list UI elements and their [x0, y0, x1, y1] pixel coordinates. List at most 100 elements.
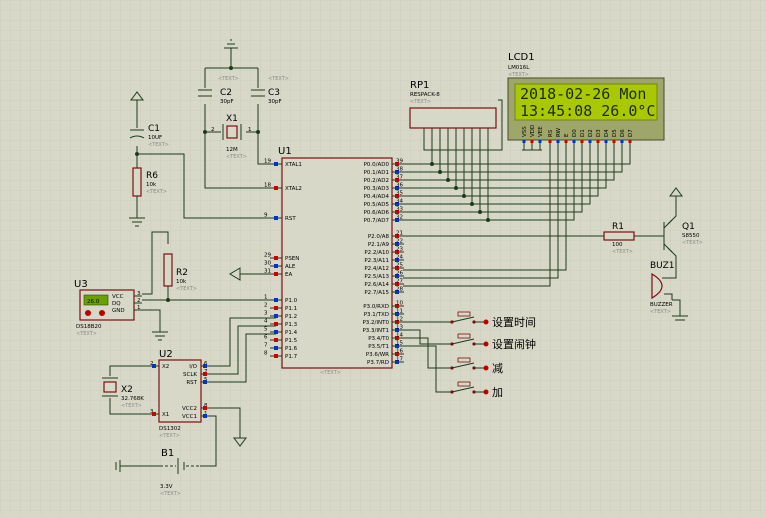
- q1-ref: Q1: [682, 222, 695, 232]
- push-button[interactable]: 减: [450, 357, 503, 375]
- rp1-ref: RP1: [410, 80, 429, 91]
- u1-pin-marker: [395, 258, 399, 262]
- x1-text-placeholder: <TEXT>: [226, 154, 247, 160]
- lcd-pin-label: D1: [580, 129, 586, 137]
- u1-pin-marker: [395, 178, 399, 182]
- crystal-x2[interactable]: X2 32.768K <TEXT>: [102, 377, 144, 409]
- c1-text-placeholder: <TEXT>: [148, 142, 169, 148]
- rtc-u2[interactable]: U2 DS1302 <TEXT> X22X13I/O6SCLK7RST5VCC2…: [150, 349, 208, 439]
- x1-value: 12M: [226, 147, 238, 153]
- u1-pin-number: 29: [264, 253, 271, 259]
- u1-pin-marker: [274, 330, 278, 334]
- mcu-u1[interactable]: U1 <TEXT> 19XTAL118XTAL29RST29PSEN30ALE3…: [264, 146, 404, 376]
- u3-pin-name: DQ: [112, 301, 121, 307]
- push-button[interactable]: 加: [450, 381, 503, 399]
- u1-pin-marker: [274, 256, 278, 260]
- u1-pin-marker: [274, 306, 278, 310]
- u1-pin-name: P2.1/A9: [368, 242, 390, 248]
- push-button-label: 设置闹钟: [492, 337, 536, 351]
- u3-pin-number: 2: [137, 298, 141, 304]
- u1-pin-number: 17: [396, 357, 403, 363]
- buz1-value: BUZZER: [650, 302, 673, 308]
- u1-pin-marker: [274, 338, 278, 342]
- buzzer-buz1[interactable]: BUZ1 BUZZER <TEXT>: [650, 261, 677, 315]
- u1-pin-number: 9: [264, 213, 268, 219]
- u1-pin-name: P2.5/A13: [364, 274, 389, 280]
- capacitor-c2[interactable]: C2 30pF <TEXT>: [198, 76, 239, 105]
- lcd-pin-marker: [556, 140, 560, 143]
- u1-pin-marker: [274, 272, 278, 276]
- u1-pin-number: 18: [264, 183, 271, 189]
- u1-pin-number: 12: [396, 317, 403, 323]
- u1-pin-name: P1.4: [285, 330, 298, 336]
- u1-pin-number: 22: [396, 239, 403, 245]
- u1-pin-marker: [395, 360, 399, 364]
- crystal-x1[interactable]: X1 12M <TEXT> 2 1: [211, 114, 252, 160]
- u1-pin-name: P2.3/A11: [364, 258, 389, 264]
- resistor-r2[interactable]: R2 10k <TEXT>: [163, 253, 197, 292]
- u1-pin-marker: [395, 202, 399, 206]
- u1-pin-number: 13: [396, 325, 403, 331]
- push-button[interactable]: 设置时间: [450, 311, 536, 329]
- u1-pin-number: 21: [396, 231, 403, 237]
- ground-symbol-battery: [115, 460, 121, 472]
- lcd-lcd1[interactable]: LCD1 LM016L <TEXT> 2018-02-26 Mon 13:45:…: [507, 52, 665, 143]
- u1-pin-name: P1.2: [285, 314, 297, 320]
- u1-pin-marker: [395, 312, 399, 316]
- transistor-q1[interactable]: Q1 S8550 <TEXT>: [660, 219, 703, 253]
- u1-pin-name: P1.3: [285, 322, 298, 328]
- u1-pin-marker: [395, 336, 399, 340]
- u3-ref: U3: [74, 279, 88, 290]
- b1-ref: B1: [161, 448, 174, 459]
- u3-pin-name: VCC: [112, 294, 124, 300]
- lcd-pin-label: D5: [612, 129, 618, 137]
- u1-pin-name: P3.3/INT1: [362, 328, 389, 334]
- u3-pin-number: 1: [137, 305, 141, 311]
- u1-pin-name: P0.7/AD7: [364, 218, 390, 224]
- u1-pin-marker: [274, 322, 278, 326]
- resistor-pack-rp1[interactable]: RP1 RESPACK-8 <TEXT>: [409, 80, 497, 129]
- lcd-pin-marker: [572, 140, 576, 143]
- q1-value: S8550: [682, 233, 700, 239]
- u1-pin-name: P1.1: [285, 306, 297, 312]
- r1-value: 100: [612, 242, 623, 248]
- lcd-pin-label: D3: [596, 129, 602, 137]
- u1-pin-marker: [395, 274, 399, 278]
- u1-pin-name: P0.1/AD1: [364, 170, 389, 176]
- u1-pin-number: 10: [396, 301, 403, 307]
- u2-pin-marker: [203, 372, 207, 376]
- u1-pin-number: 15: [396, 341, 403, 347]
- lcd-pin-label: D0: [572, 129, 578, 137]
- u1-pin-name: P3.4/T0: [368, 336, 389, 342]
- lcd-ref: LCD1: [508, 52, 535, 63]
- u1-pin-marker: [274, 354, 278, 358]
- lcd-pin-marker: [548, 140, 552, 143]
- u1-pin-marker: [395, 186, 399, 190]
- x1-ref: X1: [226, 114, 238, 124]
- u1-pin-name: PSEN: [285, 256, 299, 262]
- u1-pin-name: P3.6/WR: [366, 352, 389, 358]
- u1-pin-number: 11: [396, 309, 403, 315]
- u1-pin-marker: [395, 218, 399, 222]
- buz1-ref: BUZ1: [650, 261, 675, 271]
- u1-pin-name: P2.6/A14: [364, 282, 389, 288]
- r2-value: 10k: [176, 279, 187, 285]
- ground-arrow-u2: [233, 437, 247, 447]
- resistor-r6[interactable]: R6 10k <TEXT>: [132, 167, 167, 197]
- rp1-value: RESPACK-8: [410, 92, 440, 98]
- u1-pin-marker: [395, 210, 399, 214]
- r6-ref: R6: [146, 171, 158, 181]
- capacitor-c3[interactable]: C3 30pF <TEXT>: [251, 76, 289, 105]
- c1-ref: C1: [148, 124, 160, 134]
- push-button[interactable]: 设置闹钟: [450, 333, 536, 351]
- capacitor-c1[interactable]: C1 10UF <TEXT>: [129, 124, 169, 148]
- c1-value: 10UF: [148, 135, 162, 141]
- battery-b1[interactable]: B1 3.3V <TEXT>: [160, 448, 200, 497]
- u1-pin-marker: [274, 298, 278, 302]
- u1-pin-number: 36: [396, 183, 403, 189]
- resistor-r1[interactable]: R1 100 <TEXT>: [603, 222, 635, 255]
